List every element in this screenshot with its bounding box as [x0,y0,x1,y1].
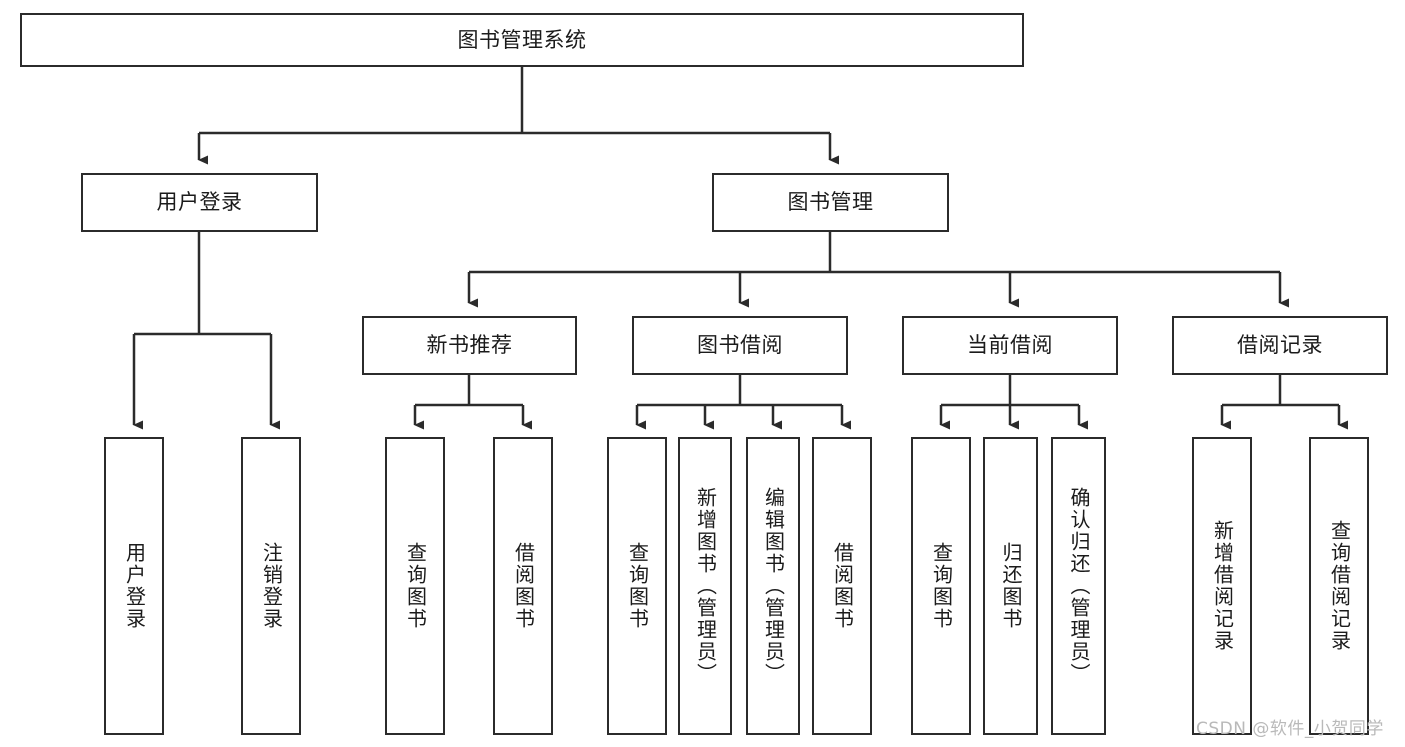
node-leaf-edit-book[interactable]: 编辑图书（管理员） [746,437,800,735]
node-leaf-query-book-1[interactable]: 查询图书 [385,437,445,735]
node-book-borrow-label: 图书借阅 [697,333,783,358]
node-book-manage[interactable]: 图书管理 [712,173,949,232]
node-root[interactable]: 图书管理系统 [20,13,1024,67]
node-book-borrow[interactable]: 图书借阅 [632,316,848,375]
node-leaf-query-book-1-label: 查询图书 [403,542,428,630]
node-leaf-user-logout[interactable]: 注销登录 [241,437,301,735]
node-leaf-borrow-book-1-label: 借阅图书 [511,542,536,630]
node-leaf-return-book[interactable]: 归还图书 [983,437,1038,735]
node-borrow-record-label: 借阅记录 [1237,333,1323,358]
node-user-login-label: 用户登录 [156,190,243,215]
node-leaf-edit-book-label: 编辑图书（管理员） [761,487,786,685]
node-leaf-add-record-label: 新增借阅记录 [1210,520,1235,652]
node-leaf-borrow-book-2-label: 借阅图书 [830,542,855,630]
node-leaf-query-book-2[interactable]: 查询图书 [607,437,667,735]
node-leaf-return-book-label: 归还图书 [999,542,1023,630]
node-leaf-confirm-return[interactable]: 确认归还（管理员） [1051,437,1106,735]
node-new-book-recommend-label: 新书推荐 [426,333,513,358]
node-leaf-user-login-label: 用户登录 [122,542,147,630]
node-leaf-query-record-label: 查询借阅记录 [1327,520,1352,652]
node-current-borrow[interactable]: 当前借阅 [902,316,1118,375]
node-leaf-user-login[interactable]: 用户登录 [104,437,164,735]
node-leaf-confirm-return-label: 确认归还（管理员） [1067,487,1091,685]
node-leaf-query-book-3[interactable]: 查询图书 [911,437,971,735]
node-leaf-query-book-3-label: 查询图书 [929,542,954,630]
node-leaf-query-book-2-label: 查询图书 [625,542,650,630]
node-user-login[interactable]: 用户登录 [81,173,318,232]
node-new-book-recommend[interactable]: 新书推荐 [362,316,577,375]
node-leaf-add-book-label: 新增图书（管理员） [693,487,718,685]
node-root-label: 图书管理系统 [457,27,587,52]
node-leaf-add-book[interactable]: 新增图书（管理员） [678,437,732,735]
node-leaf-add-record[interactable]: 新增借阅记录 [1192,437,1252,735]
node-leaf-borrow-book-2[interactable]: 借阅图书 [812,437,872,735]
node-book-manage-label: 图书管理 [787,190,874,215]
node-current-borrow-label: 当前借阅 [967,333,1053,358]
node-borrow-record[interactable]: 借阅记录 [1172,316,1388,375]
node-leaf-query-record[interactable]: 查询借阅记录 [1309,437,1369,735]
node-leaf-user-logout-label: 注销登录 [259,542,284,630]
node-leaf-borrow-book-1[interactable]: 借阅图书 [493,437,553,735]
